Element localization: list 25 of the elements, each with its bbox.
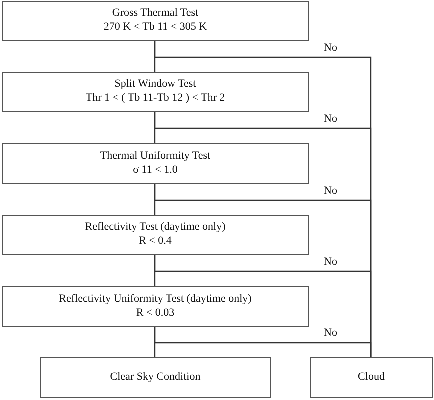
box-text: R < 0.4: [139, 235, 172, 249]
box-text: σ 11 < 1.0: [133, 164, 178, 178]
process-box: [2, 1, 309, 41]
box-text: Gross Thermal Test: [112, 7, 199, 21]
edge-label: No: [324, 42, 338, 54]
process-box: [2, 143, 309, 184]
edge-label: No: [324, 112, 338, 124]
box-text: Thermal Uniformity Test: [100, 150, 211, 164]
box-text: Split Window Test: [114, 78, 196, 92]
connector-line: [154, 327, 372, 357]
process-box: [2, 72, 309, 112]
edge-label: No: [324, 256, 338, 268]
edge-label: No: [324, 184, 338, 196]
process-box: [40, 357, 271, 398]
box-text: 270 K < Tb 11 < 305 K: [104, 21, 208, 35]
box-text: Cloud: [358, 370, 385, 384]
edge-label: No: [324, 327, 338, 339]
box-text: Reflectivity Uniformity Test (daytime only): [59, 292, 252, 306]
box-text: Reflectivity Test (daytime only): [85, 221, 226, 235]
process-box: [310, 357, 433, 398]
box-text: Clear Sky Condition: [110, 370, 201, 384]
box-text: Thr 1 < ( Tb 11-Tb 12 ) < Thr 2: [86, 92, 226, 106]
box-text: R < 0.03: [136, 306, 175, 320]
process-box: [2, 286, 309, 327]
process-box: [2, 215, 309, 255]
